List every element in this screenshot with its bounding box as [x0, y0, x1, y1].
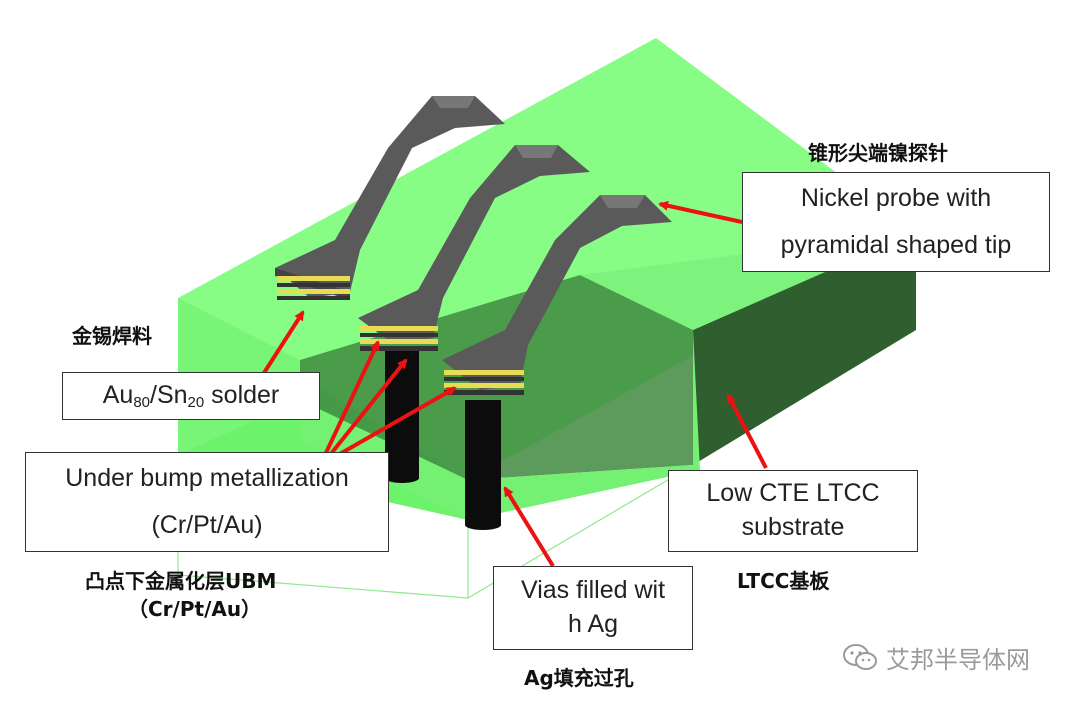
solder-label-text: Au80/Sn20 solder — [63, 372, 319, 420]
probe-label-cn: 锥形尖端镍探针 — [808, 141, 948, 165]
ltcc-label-cn: LTCC基板 — [737, 569, 830, 593]
ubm-label-cn1: 凸点下金属化层UBM — [85, 569, 277, 593]
vias-label-line2: h Ag — [567, 610, 619, 638]
ltcc-label-line2: substrate — [741, 513, 845, 541]
probe-label-line2: pyramidal shaped tip — [780, 231, 1012, 259]
ubm-label-box: Under bump metallization (Cr/Pt/Au) — [25, 452, 389, 552]
ltcc-label-line1: Low CTE LTCC — [706, 479, 880, 508]
solder-sn-sub: 20 — [187, 394, 205, 412]
arrow-vias — [503, 486, 555, 568]
via-2-bottom — [465, 520, 501, 530]
ubm-label-cn2: （Cr/Pt/Au） — [128, 597, 262, 621]
watermark: 艾邦半导体网 — [842, 640, 1030, 675]
arrow-ltcc — [726, 393, 768, 469]
arrows — [260, 200, 768, 568]
arrow-probe — [658, 200, 743, 224]
probe-label-line1: Nickel probe with — [800, 183, 992, 212]
vias-label-line1: Vias filled wit — [520, 576, 666, 605]
ubm-label-line1: Under bump metallization — [65, 463, 349, 492]
vias-label-box: Vias filled wit h Ag — [493, 566, 693, 650]
probe-1 — [275, 96, 505, 300]
vias-label-cn: Ag填充过孔 — [524, 666, 634, 690]
ubm-label-line2: (Cr/Pt/Au) — [151, 511, 263, 539]
probe-2 — [358, 145, 590, 351]
probe-label-box: Nickel probe with pyramidal shaped tip — [742, 172, 1050, 272]
solder-label-box: Au80/Sn20 solder — [62, 372, 320, 420]
arrow-solder — [260, 310, 305, 378]
arrow-ubm-3 — [337, 386, 457, 457]
via-2 — [465, 400, 501, 525]
via-1 — [385, 350, 419, 478]
solder-label-cn: 金锡焊料 — [72, 324, 152, 348]
arrow-ubm-2 — [328, 358, 408, 457]
via-1-bottom — [385, 473, 419, 483]
solder-sn: /Sn — [150, 381, 188, 410]
arrow-ubm-1 — [323, 340, 380, 456]
watermark-text: 艾邦半导体网 — [886, 646, 1030, 674]
solder-au: Au — [102, 381, 134, 410]
ltcc-label-box: Low CTE LTCC substrate — [668, 470, 918, 552]
wechat-icon — [843, 643, 877, 670]
substrate-right-face — [693, 232, 916, 465]
solder-au-sub: 80 — [133, 394, 150, 412]
solder-tail: solder — [204, 381, 280, 410]
probe-3 — [442, 195, 672, 395]
